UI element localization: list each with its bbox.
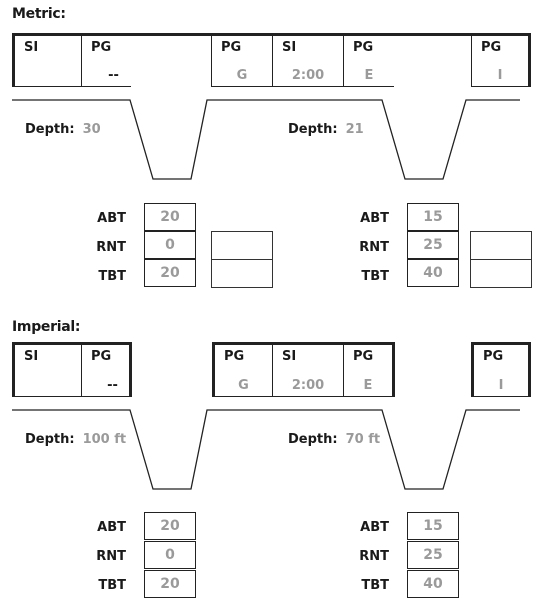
metric-si2-value: 2:00 [291,68,325,83]
metric-dive1-tbt-label: TBT [98,269,126,284]
metric-pg4-cell: PG I [471,33,531,87]
imperial-si1-label: SI [24,349,39,364]
imperial-dive2-tbt-label: TBT [361,578,389,593]
imperial-dive2-abt-label: ABT [360,520,389,535]
metric-pg1-value: -- [108,68,119,83]
imperial-dive1-tbt-label: TBT [98,578,126,593]
metric-gap1 [131,33,212,87]
imperial-dive2-rnt-value: 25 [407,541,459,569]
imperial-si2-cell: SI 2:00 [272,342,344,397]
imperial-dive1-abt-label: ABT [97,520,126,535]
metric-pg1-label: PG [91,40,112,55]
imperial-si2-value: 2:00 [291,378,325,393]
imperial-dive2-depth-label: Depth: [288,432,338,447]
metric-dive2-depth-value: 21 [345,122,364,137]
imperial-dive1-depth: Depth: 100 ft [25,432,126,447]
imperial-dive1-depth-label: Depth: [25,432,75,447]
metric-dive2-rnt-value: 25 [407,231,459,259]
imperial-dive1-abt-value: 20 [144,512,196,540]
metric-pg2-value: G [236,68,248,83]
imperial-pg2-cell: PG G [212,342,273,397]
metric-dive2-blank-box-top [470,231,532,260]
imperial-dive1-depth-value: 100 ft [82,432,127,447]
imperial-dive2-rnt-label: RNT [359,549,389,564]
metric-pg2-label: PG [221,40,242,55]
imperial-pg3-value: E [363,378,373,393]
metric-si1-cell: SI [12,33,82,87]
imperial-pg1-value: -- [107,378,118,393]
metric-title: Metric: [12,6,66,22]
imperial-pg1-cell: PG -- [81,342,132,397]
imperial-dive2-abt-value: 15 [407,512,459,540]
metric-dive-profile [12,99,520,180]
imperial-si1-cell: SI [12,342,82,397]
metric-dive2-abt-value: 15 [407,203,459,231]
metric-dive2-blank-box-bottom [470,259,532,288]
metric-dive2-tbt-label: TBT [361,269,389,284]
metric-pg3-label: PG [353,40,374,55]
imperial-pg3-cell: PG E [343,342,395,397]
imperial-title: Imperial: [12,319,81,335]
metric-dive1-abt-label: ABT [97,211,126,226]
metric-dive1-depth-label: Depth: [25,122,75,137]
imperial-pg4-label: PG [483,349,504,364]
imperial-pg2-value: G [238,378,249,393]
imperial-pg2-label: PG [224,349,245,364]
metric-dive1-depth: Depth: 30 [25,122,101,137]
imperial-pg1-label: PG [91,349,112,364]
metric-dive1-blank-box-bottom [211,259,273,288]
imperial-dive2-tbt-value: 40 [407,570,459,598]
imperial-dive2-depth: Depth: 70 ft [288,432,380,447]
metric-pg3-value: E [364,68,374,83]
imperial-pg4-value: I [498,378,504,393]
metric-dive1-blank-box-top [211,231,273,260]
imperial-pg4-cell: PG I [471,342,531,397]
imperial-dive-profile [12,409,520,490]
metric-dive2-depth: Depth: 21 [288,122,364,137]
metric-dive1-abt-value: 20 [144,203,196,231]
metric-pg2-cell: PG G [211,33,273,87]
metric-dive1-tbt-value: 20 [144,259,196,287]
metric-pg1-cell: PG -- [81,33,132,87]
metric-dive1-depth-value: 30 [82,122,101,137]
metric-si2-label: SI [282,40,297,55]
imperial-dive1-tbt-value: 20 [144,570,196,598]
metric-dive2-tbt-value: 40 [407,259,459,287]
metric-dive1-rnt-value: 0 [144,231,196,259]
metric-pg4-label: PG [481,40,502,55]
imperial-dive1-rnt-value: 0 [144,541,196,569]
metric-pg4-value: I [497,68,503,83]
imperial-pg3-label: PG [353,349,374,364]
metric-pg3-cell: PG E [343,33,395,87]
metric-dive2-abt-label: ABT [360,211,389,226]
metric-gap2 [394,33,472,87]
imperial-dive1-rnt-label: RNT [96,549,126,564]
metric-dive2-depth-label: Depth: [288,122,338,137]
metric-si1-label: SI [24,40,39,55]
imperial-si2-label: SI [282,349,297,364]
metric-dive2-rnt-label: RNT [359,240,389,255]
metric-si2-cell: SI 2:00 [272,33,344,87]
imperial-dive2-depth-value: 70 ft [345,432,381,447]
metric-dive1-rnt-label: RNT [96,240,126,255]
